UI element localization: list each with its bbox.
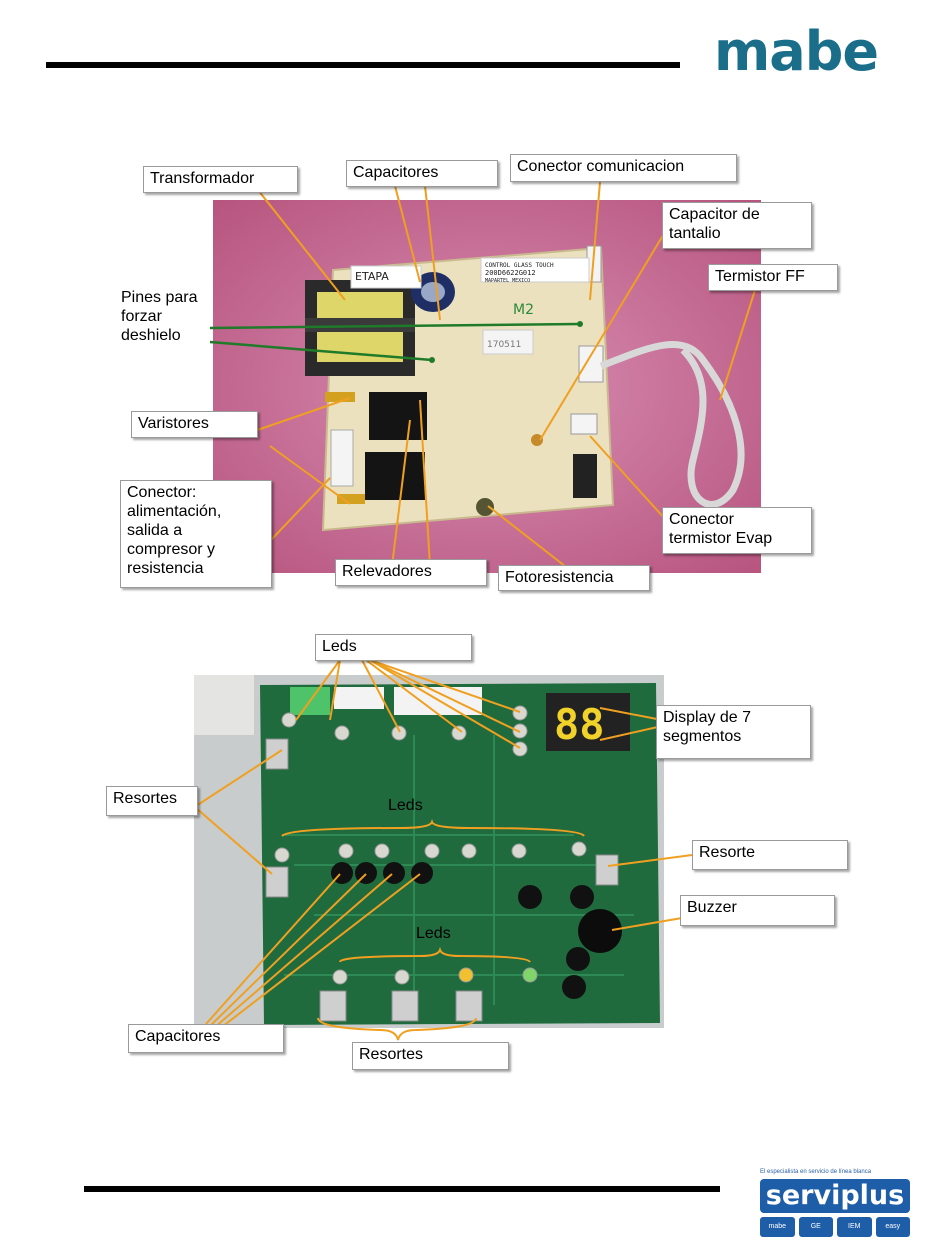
header-rule: [46, 62, 680, 68]
label-leds-top: Leds: [315, 634, 472, 661]
label-resortes-left: Resortes: [106, 786, 198, 816]
label-conector-comunicacion: Conector comunicacion: [510, 154, 737, 182]
label-capacitor-tantalio: Capacitor de tantalio: [662, 202, 812, 249]
board-print-line3: MAPARTEL MEXICO: [485, 278, 530, 284]
label-termistor-ff: Termistor FF: [708, 264, 838, 291]
mabe-logo: mabe: [714, 20, 879, 83]
board-print-etapa: ETAPA: [355, 270, 389, 283]
serviplus-wordmark: serviplus: [760, 1179, 910, 1213]
brand-easy: easy: [875, 1217, 910, 1237]
label-leds-mid: Leds: [388, 797, 423, 814]
brand-ge: GE: [798, 1217, 833, 1237]
brand-iem: IEM: [837, 1217, 872, 1237]
board-sticker: 170511: [487, 340, 521, 350]
label-leds-bottom: Leds: [416, 925, 451, 942]
label-capacitores-top: Capacitores: [346, 160, 498, 187]
handwriting-mark: M2: [513, 302, 534, 318]
label-fotoresistencia: Fotoresistencia: [498, 565, 650, 591]
board-print-line1: CONTROL GLASS TOUCH: [485, 262, 554, 269]
display-board-image: 88: [194, 675, 664, 1028]
seven-segment-digits: 88: [554, 700, 605, 749]
brand-mabe: mabe: [760, 1217, 795, 1237]
label-display-7-segmentos: Display de 7 segmentos: [656, 705, 811, 759]
serviplus-logo: El especialista en servicio de línea bla…: [760, 1168, 910, 1244]
label-pines-deshielo: Pines para forzar deshielo: [121, 289, 198, 344]
label-conector-termistor-evap: Conector termistor Evap: [662, 507, 812, 554]
board-print-line2: 200D6622G012: [485, 269, 536, 277]
label-conector-alimentacion: Conector: alimentación, salida a compres…: [120, 480, 272, 588]
label-resorte-right: Resorte: [692, 840, 848, 870]
display-board-photo: 88: [194, 675, 664, 1028]
serviplus-tagline: El especialista en servicio de línea bla…: [760, 1169, 872, 1175]
label-buzzer: Buzzer: [680, 895, 835, 926]
label-relevadores: Relevadores: [335, 559, 487, 586]
label-transformador: Transformador: [143, 166, 298, 193]
label-varistores: Varistores: [131, 411, 258, 438]
brand-strip: mabe GE IEM easy: [760, 1217, 910, 1237]
footer-rule: [84, 1186, 720, 1192]
label-capacitores-bottom: Capacitores: [128, 1024, 284, 1053]
label-resortes-bottom: Resortes: [352, 1042, 509, 1070]
